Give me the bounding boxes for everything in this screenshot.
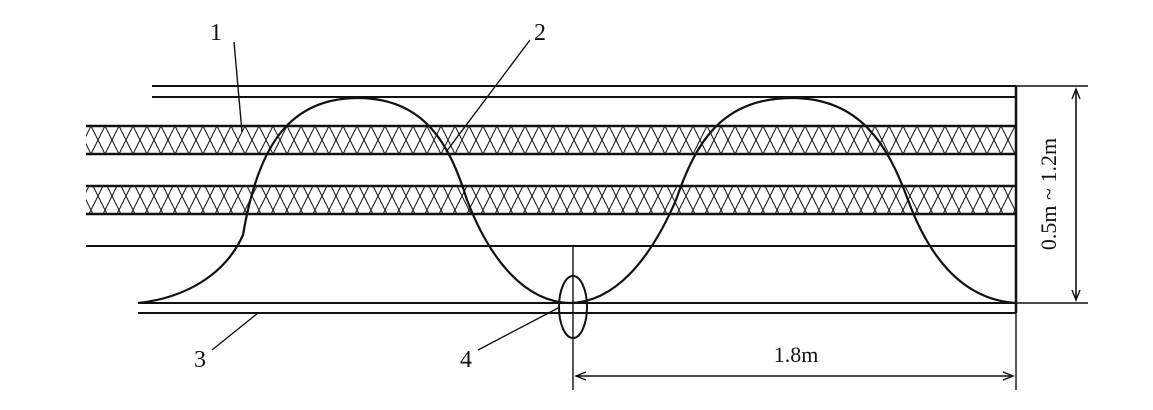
leader-line-1	[233, 41, 243, 133]
bottom-rail	[138, 302, 1016, 314]
label-part-4: 4	[460, 347, 472, 373]
top-rail	[152, 85, 1016, 98]
leader-line-3	[211, 312, 259, 351]
label-part-2: 2	[534, 20, 546, 46]
height-dimension-label: 0.5m ~ 1.2m	[1036, 138, 1061, 250]
label-part-3: 3	[194, 347, 206, 373]
label-part-1: 1	[210, 20, 222, 46]
lower-hatched-band	[86, 184, 1016, 216]
wavy-cable	[137, 96, 1017, 305]
spacing-dimension-label: 1.8m	[774, 342, 819, 367]
leader-line-2	[445, 39, 531, 153]
leader-line-4	[477, 306, 561, 351]
